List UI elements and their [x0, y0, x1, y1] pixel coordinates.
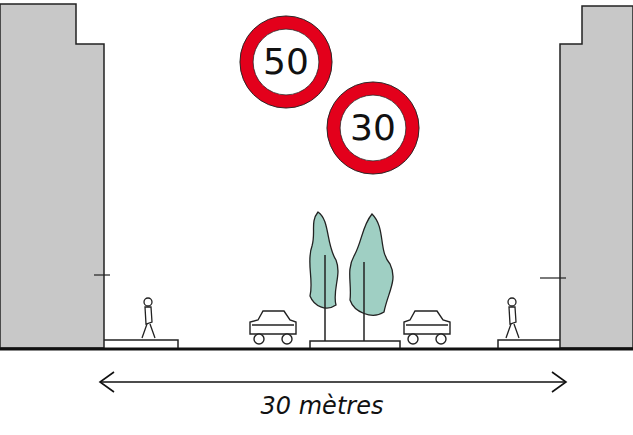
building-mark	[540, 277, 566, 278]
sidewalk	[104, 340, 178, 348]
tree	[350, 214, 393, 341]
sidewalk	[498, 340, 560, 348]
ground-line	[0, 348, 633, 351]
speed-limit: 30	[350, 110, 396, 146]
speed-sign: 30	[326, 81, 420, 175]
speed-limit: 50	[263, 44, 309, 80]
pedestrian	[506, 298, 519, 338]
car	[250, 311, 296, 344]
dimension-arrow	[100, 372, 566, 392]
median	[310, 341, 400, 348]
building	[560, 6, 633, 348]
building-mark	[94, 274, 110, 275]
dimension-label: 30 mètres	[261, 392, 384, 420]
car	[404, 311, 450, 344]
speed-sign: 50	[239, 15, 333, 109]
pedestrian	[142, 298, 155, 338]
building	[0, 4, 104, 348]
tree	[310, 212, 338, 341]
